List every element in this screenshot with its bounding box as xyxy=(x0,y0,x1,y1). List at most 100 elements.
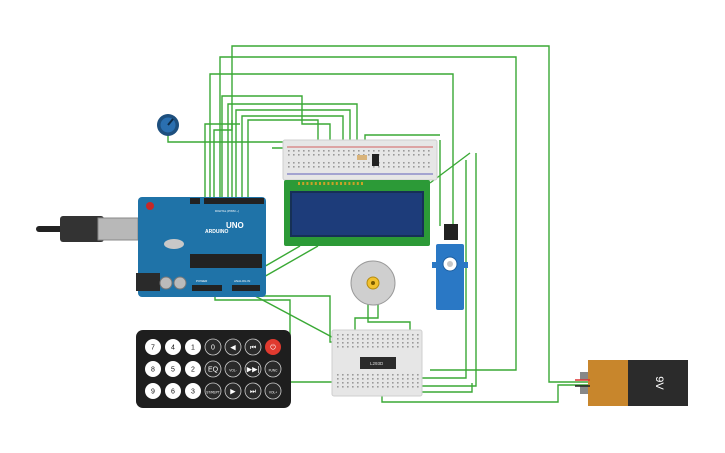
remote-key[interactable] xyxy=(244,338,262,356)
remote-key[interactable] xyxy=(244,382,262,400)
remote-key[interactable] xyxy=(204,338,222,356)
breadboard-hole xyxy=(372,346,374,348)
breadboard-hole xyxy=(357,346,359,348)
remote-key[interactable] xyxy=(264,382,282,400)
remote-key-label: VOL- xyxy=(229,369,236,373)
breadboard-hole xyxy=(288,154,290,156)
breadboard-hole xyxy=(357,374,359,376)
breadboard-hole xyxy=(368,154,370,156)
breadboard-hole xyxy=(308,166,310,168)
remote-key[interactable] xyxy=(264,360,282,378)
breadboard-hole xyxy=(337,342,339,344)
remote-key-label: ⏮ xyxy=(250,345,256,352)
remote-key[interactable] xyxy=(145,339,161,355)
wire-top-5 xyxy=(227,103,358,200)
breadboard-hole xyxy=(382,346,384,348)
breadboard-hole xyxy=(382,386,384,388)
breadboard-hole xyxy=(318,154,320,156)
breadboard-hole xyxy=(323,150,325,152)
breadboard-hole xyxy=(352,378,354,380)
lcd-pin xyxy=(327,182,330,185)
breadboard-hole xyxy=(343,162,345,164)
breadboard-hole xyxy=(417,342,419,344)
breadboard-hole xyxy=(392,338,394,340)
breadboard-hole xyxy=(347,346,349,348)
remote-key-label: ⏻ xyxy=(270,344,276,352)
breadboard-hole xyxy=(428,154,430,156)
breadboard-hole xyxy=(342,342,344,344)
breadboard-hole xyxy=(378,166,380,168)
remote-key[interactable] xyxy=(165,361,181,377)
breadboard-hole xyxy=(303,154,305,156)
lcd-pin xyxy=(335,182,338,185)
breadboard-hole xyxy=(372,386,374,388)
breadboard-hole xyxy=(342,378,344,380)
breadboard-hole xyxy=(377,346,379,348)
breadboard-hole xyxy=(362,374,364,376)
lcd-pin xyxy=(302,182,305,185)
breadboard-hole xyxy=(402,338,404,340)
breadboard-hole xyxy=(412,338,414,340)
remote-key[interactable] xyxy=(185,383,201,399)
breadboard-hole xyxy=(313,154,315,156)
breadboard-hole xyxy=(303,150,305,152)
breadboard-hole xyxy=(417,386,419,388)
remote-key[interactable] xyxy=(224,338,242,356)
remote-key[interactable] xyxy=(244,360,262,378)
breadboard-hole xyxy=(402,342,404,344)
breadboard-hole xyxy=(362,334,364,336)
lcd-pin xyxy=(361,182,363,185)
breadboard-hole xyxy=(337,346,339,348)
remote-key-label: 3 xyxy=(191,389,195,396)
breadboard-hole xyxy=(407,346,409,348)
breadboard-hole xyxy=(423,162,425,164)
remote-key[interactable] xyxy=(185,339,201,355)
breadboard-hole xyxy=(387,386,389,388)
dc-motor xyxy=(350,260,396,306)
lcd-pin xyxy=(331,182,334,185)
breadboard-hole xyxy=(412,386,414,388)
remote-key[interactable] xyxy=(165,339,181,355)
wire-top-9 xyxy=(204,123,240,200)
breadboard-hole xyxy=(337,386,339,388)
remote-key[interactable] xyxy=(265,339,281,355)
remote-key[interactable] xyxy=(204,382,222,400)
remote-key[interactable] xyxy=(185,361,201,377)
breadboard-hole xyxy=(413,154,415,156)
potentiometer[interactable] xyxy=(157,114,179,136)
remote-key[interactable] xyxy=(165,383,181,399)
remote-key-label: ⏭ xyxy=(250,389,257,396)
breadboard-hole xyxy=(313,166,315,168)
remote-key[interactable] xyxy=(145,383,161,399)
breadboard-hole xyxy=(403,154,405,156)
breadboard-hole xyxy=(417,374,419,376)
remote-key[interactable] xyxy=(145,361,161,377)
breadboard-hole xyxy=(357,334,359,336)
breadboard-hole xyxy=(397,382,399,384)
breadboard-hole xyxy=(333,154,335,156)
remote-key[interactable] xyxy=(204,360,222,378)
breadboard-hole xyxy=(397,342,399,344)
breadboard-hole xyxy=(392,342,394,344)
breadboard-hole xyxy=(407,342,409,344)
remote-key-label: 6 xyxy=(171,389,175,396)
driver-chip-label: L293D xyxy=(370,361,384,366)
arduino-model: UNO xyxy=(226,221,244,230)
breadboard-hole xyxy=(358,166,360,168)
remote-key[interactable] xyxy=(224,360,242,378)
wire-top-1 xyxy=(231,45,590,383)
wire-top-2 xyxy=(219,56,517,371)
breadboard-hole xyxy=(353,166,355,168)
breadboard-hole xyxy=(413,150,415,152)
remote-key-label: 7 xyxy=(151,345,155,352)
breadboard-hole xyxy=(372,338,374,340)
remote-key-label: EQ xyxy=(208,367,219,374)
breadboard-hole xyxy=(412,374,414,376)
breadboard-hole xyxy=(368,162,370,164)
wire-top-7 xyxy=(241,115,344,200)
breadboard-hole xyxy=(387,382,389,384)
breadboard-hole xyxy=(372,374,374,376)
remote-key-label: 9 xyxy=(151,389,155,396)
remote-key[interactable] xyxy=(224,382,242,400)
breadboard-hole xyxy=(293,150,295,152)
